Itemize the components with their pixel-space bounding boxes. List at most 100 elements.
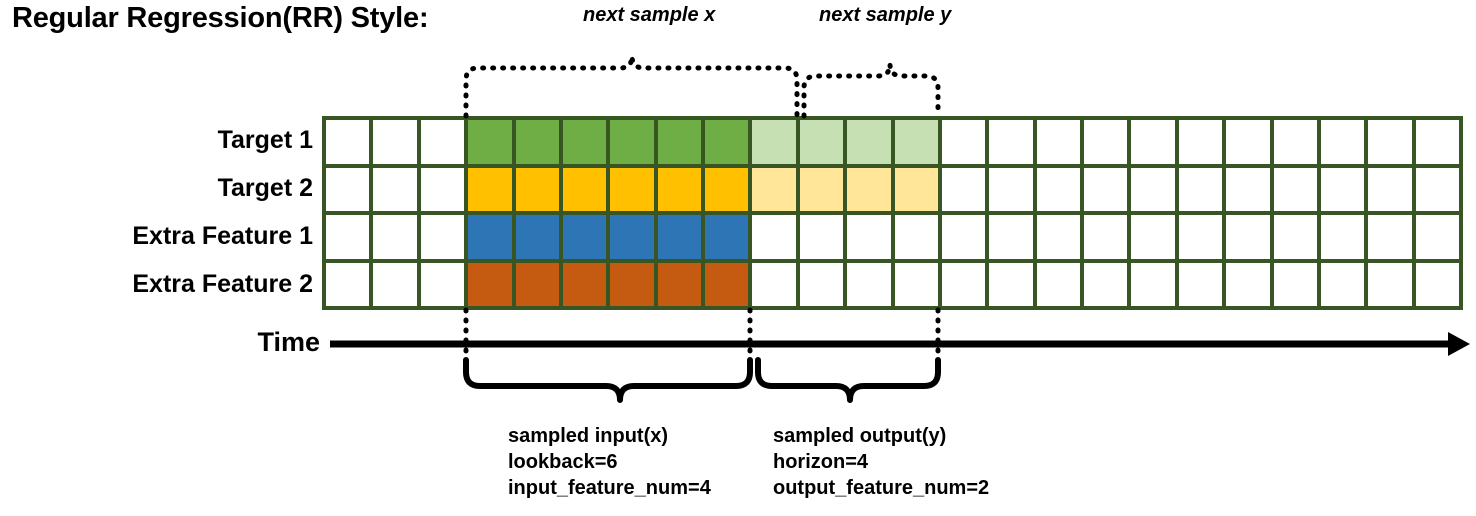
- grid-cell-r4-c18-empty: [1131, 262, 1175, 306]
- grid-cell-r2-c3-empty: [420, 167, 465, 211]
- bottom-brace-group: [463, 307, 941, 403]
- sampled-input-feature-num: input_feature_num=4: [508, 477, 711, 499]
- grid-cell-r3-c13-empty: [894, 215, 938, 259]
- grid-cell-r1-c8-green: [657, 120, 701, 164]
- grid-cell-r2-c17-empty: [1084, 167, 1128, 211]
- row-label-target-2: Target 2: [217, 174, 313, 202]
- grid-cell-r2-c16-empty: [1036, 167, 1080, 211]
- grid-cell-r2-c12-light-yellow: [847, 167, 891, 211]
- grid-cell-r2-c14-empty: [941, 167, 986, 211]
- grid-cell-r3-c11-empty: [799, 215, 844, 259]
- grid-cell-r3-c21-empty: [1273, 215, 1317, 259]
- grid-cell-r3-c8-blue: [657, 215, 701, 259]
- brace-next-sample-x: [463, 55, 800, 119]
- sampled-output-horizon: horizon=4: [773, 451, 869, 473]
- grid-cell-r2-c10-light-yellow: [752, 167, 796, 211]
- time-axis-label: Time: [257, 327, 320, 357]
- grid-cell-r2-c5-yellow: [515, 167, 559, 211]
- grid-cell-r3-c4-blue: [468, 215, 512, 259]
- grid-cell-r3-c5-blue: [515, 215, 559, 259]
- grid-cell-r3-c14-empty: [941, 215, 986, 259]
- grid-cell-r2-c21-empty: [1273, 167, 1317, 211]
- grid-cell-r2-c15-empty: [989, 167, 1033, 211]
- grid-cell-r3-c7-blue: [610, 215, 654, 259]
- grid-cell-r3-c24-empty: [1415, 215, 1459, 259]
- grid-cell-r2-c2-empty: [373, 167, 417, 211]
- sampled-output-description: sampled output(y) horizon=4 output_featu…: [773, 423, 989, 501]
- grid-cell-r3-c9-blue: [705, 215, 749, 259]
- grid-cell-r4-c20-empty: [1226, 262, 1270, 306]
- grid-cell-r3-c18-empty: [1131, 215, 1175, 259]
- grid-cell-r4-c13-empty: [894, 262, 938, 306]
- grid-cell-r1-c12-light-green: [847, 120, 891, 164]
- row-label-extra-feature-2: Extra Feature 2: [132, 270, 313, 298]
- grid-cell-r2-c22-empty: [1320, 167, 1365, 211]
- grid-cell-r4-c11-empty: [799, 262, 844, 306]
- sampled-input-lookback: lookback=6: [508, 451, 618, 473]
- grid-cell-r2-c9-yellow: [705, 167, 749, 211]
- grid-cell-r4-c12-empty: [847, 262, 891, 306]
- grid-cell-r3-c6-blue: [562, 215, 607, 259]
- grid-cell-r2-c6-yellow: [562, 167, 607, 211]
- grid-cell-r1-c9-green: [705, 120, 749, 164]
- grid-cell-r1-c6-green: [562, 120, 607, 164]
- grid-cell-r2-c7-yellow: [610, 167, 654, 211]
- grid-cell-r2-c19-empty: [1178, 167, 1223, 211]
- grid-cell-r1-c20-empty: [1226, 120, 1270, 164]
- grid-cell-r2-c24-empty: [1415, 167, 1459, 211]
- grid-cell-r4-c9-orange: [705, 262, 749, 306]
- grid-cell-r4-c6-orange: [562, 262, 607, 306]
- grid-cell-r4-c19-empty: [1178, 262, 1223, 306]
- grid-cell-r4-c8-orange: [657, 262, 701, 306]
- grid-cell-r1-c21-empty: [1273, 120, 1317, 164]
- grid-cell-r1-c2-empty: [373, 120, 417, 164]
- grid-cell-r3-c22-empty: [1320, 215, 1365, 259]
- grid-cell-r2-c13-light-yellow: [894, 167, 938, 211]
- grid-cell-r1-c18-empty: [1131, 120, 1175, 164]
- grid-cell-r4-c17-empty: [1084, 262, 1128, 306]
- page-title: Regular Regression(RR) Style:: [12, 2, 429, 34]
- grid-cell-r1-c15-empty: [989, 120, 1033, 164]
- brace-sampled-input: [463, 357, 753, 403]
- row-label-target-1: Target 1: [217, 126, 313, 154]
- annotation-next-sample-x: next sample x: [583, 4, 716, 26]
- brace-sampled-output: [755, 357, 941, 403]
- grid-cell-r1-c7-green: [610, 120, 654, 164]
- grid-cell-r1-c24-empty: [1415, 120, 1459, 164]
- grid-cell-r1-c10-light-green: [752, 120, 796, 164]
- grid-cell-r3-c10-empty: [752, 215, 796, 259]
- annotation-next-sample-y: next sample y: [819, 4, 952, 26]
- sampled-input-description: sampled input(x) lookback=6 input_featur…: [508, 423, 711, 501]
- grid-cell-r2-c20-empty: [1226, 167, 1270, 211]
- grid-cell-r4-c5-orange: [515, 262, 559, 306]
- grid-cell-r4-c1-empty: [326, 262, 370, 306]
- grid-cell-r4-c14-empty: [941, 262, 986, 306]
- grid-cell-r3-c23-empty: [1368, 215, 1412, 259]
- grid-cell-r2-c8-yellow: [657, 167, 701, 211]
- grid-cell-r4-c2-empty: [373, 262, 417, 306]
- grid-cell-r4-c3-empty: [420, 262, 465, 306]
- row-label-extra-feature-1: Extra Feature 1: [132, 222, 313, 250]
- grid-cell-r1-c3-empty: [420, 120, 465, 164]
- grid-cell-r4-c15-empty: [989, 262, 1033, 306]
- grid-cell-r4-c23-empty: [1368, 262, 1412, 306]
- grid-cell-r4-c10-empty: [752, 262, 796, 306]
- sampled-output-title: sampled output(y): [773, 425, 947, 447]
- grid-cell-r4-c22-empty: [1320, 262, 1365, 306]
- grid-cell-r4-c21-empty: [1273, 262, 1317, 306]
- sampled-input-title: sampled input(x): [508, 425, 669, 447]
- row-label-column: Target 1 Target 2 Extra Feature 1 Extra …: [8, 116, 313, 310]
- grid-cell-r3-c17-empty: [1084, 215, 1128, 259]
- grid-cell-r1-c11-light-green: [799, 120, 844, 164]
- grid-cell-r3-c1-empty: [326, 215, 370, 259]
- grid-cell-r4-c4-orange: [468, 262, 512, 306]
- grid-cell-r1-c14-empty: [941, 120, 986, 164]
- timeseries-grid: [322, 116, 1463, 310]
- grid-cell-r2-c18-empty: [1131, 167, 1175, 211]
- grid-cell-r3-c19-empty: [1178, 215, 1223, 259]
- grid-cell-r4-c16-empty: [1036, 262, 1080, 306]
- grid-cell-r1-c17-empty: [1084, 120, 1128, 164]
- grid-cell-r2-c11-light-yellow: [799, 167, 844, 211]
- grid-cell-r3-c2-empty: [373, 215, 417, 259]
- grid-cell-r3-c12-empty: [847, 215, 891, 259]
